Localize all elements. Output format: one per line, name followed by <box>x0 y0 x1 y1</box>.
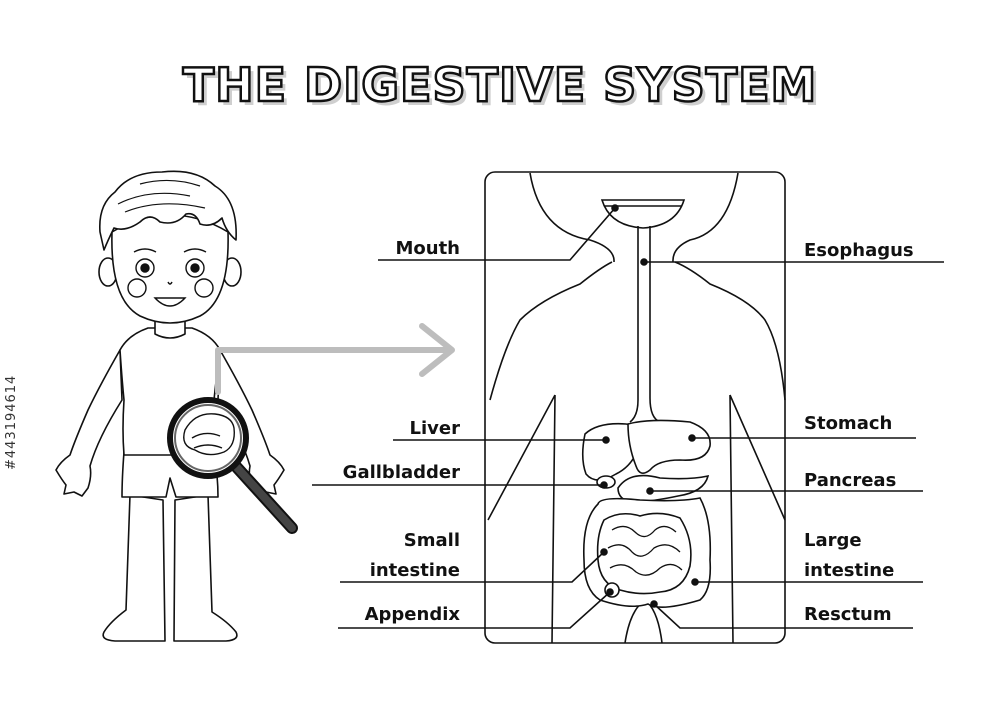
page-title: THE DIGESTIVE SYSTEM <box>181 57 818 114</box>
label-appendix: Appendix <box>364 604 460 625</box>
label-small-intestine-1: Small <box>403 530 460 551</box>
boy-left-cheek <box>127 278 147 298</box>
label-pancreas: Pancreas <box>804 470 897 491</box>
label-stomach: Stomach <box>804 413 893 434</box>
label-gallbladder: Gallbladder <box>342 462 460 483</box>
label-large-intestine-2: intestine <box>804 560 895 581</box>
boy-left-arm <box>55 349 123 497</box>
label-large-intestine-1: Large <box>804 530 862 551</box>
magnifier-icon <box>167 397 298 534</box>
boy-head <box>111 214 229 324</box>
liver-organ <box>581 422 642 481</box>
boy-face <box>127 248 214 307</box>
label-small-intestine-2: intestine <box>369 560 460 581</box>
arrow-right-icon <box>215 323 455 395</box>
boy-left-leg <box>102 494 166 642</box>
label-esophagus: Esophagus <box>804 240 914 261</box>
small-intestine-organ <box>596 512 692 595</box>
boy-hair <box>98 170 237 251</box>
anatomy-panel <box>484 171 786 644</box>
boy-figure <box>55 170 285 642</box>
digestive-organs <box>581 199 712 608</box>
leader-lines <box>312 204 944 629</box>
head-outline <box>529 172 739 263</box>
boy-mouth <box>153 297 187 307</box>
stock-id: #443194614 <box>4 374 19 470</box>
stomach-organ <box>627 419 711 474</box>
label-rectum: Resctum <box>804 604 892 625</box>
boy-right-cheek <box>194 278 214 298</box>
boy-right-arm <box>217 349 285 497</box>
label-liver: Liver <box>409 418 460 439</box>
boy-right-leg <box>173 494 238 642</box>
label-mouth: Mouth <box>395 238 460 259</box>
body-outline <box>489 261 786 401</box>
